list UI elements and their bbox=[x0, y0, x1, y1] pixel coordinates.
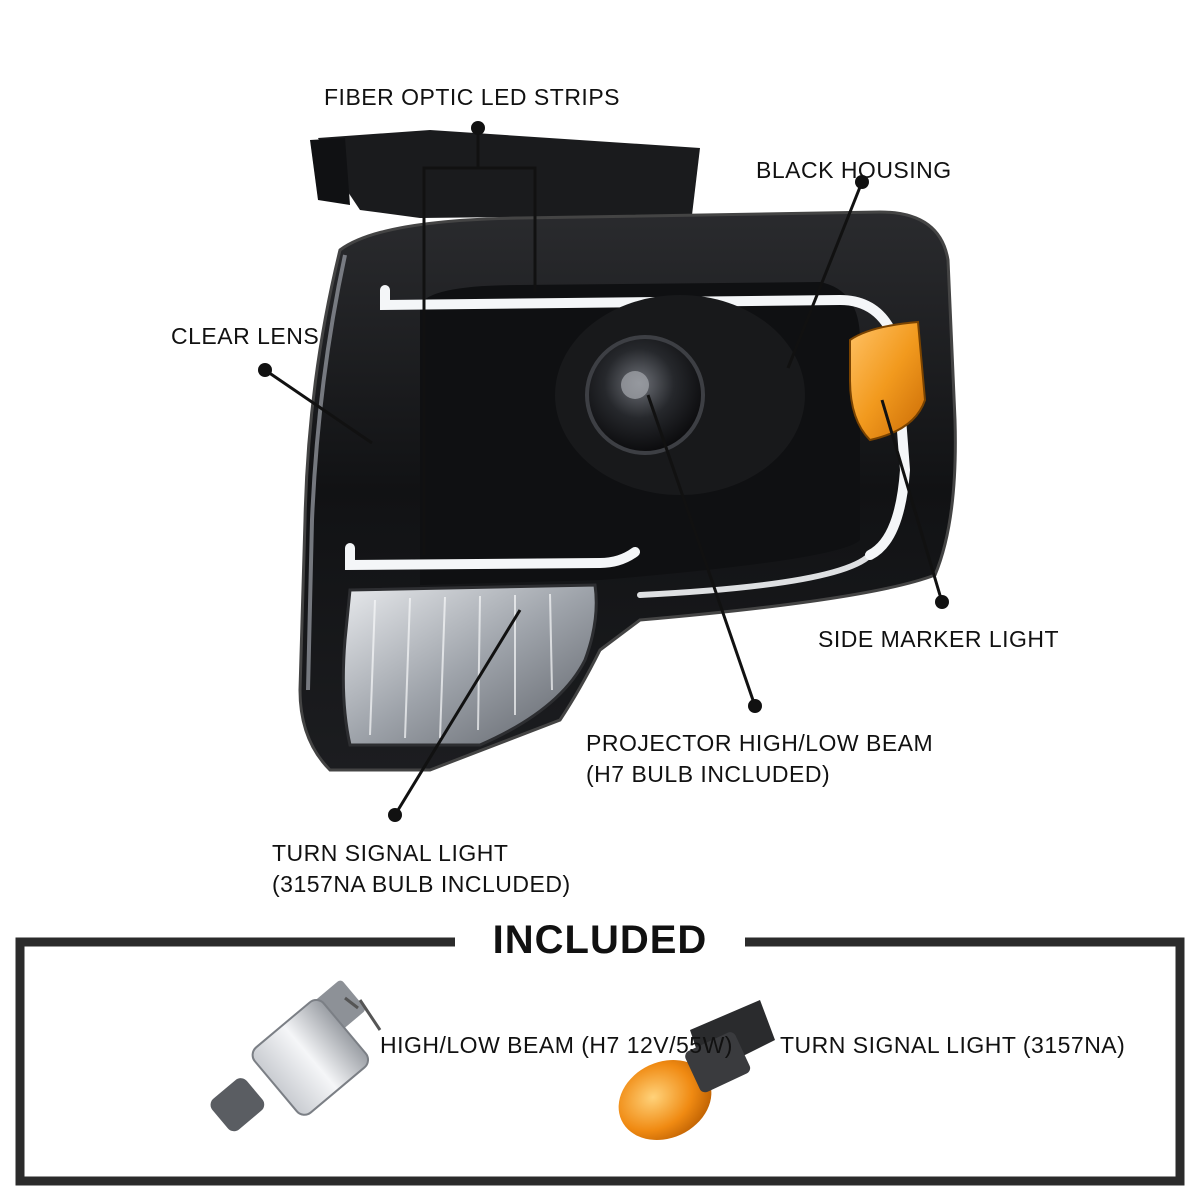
projector-beam-label: PROJECTOR HIGH/LOW BEAM (H7 BULB INCLUDE… bbox=[586, 728, 933, 790]
side-marker-lens bbox=[849, 320, 927, 442]
h7-bulb-label-line2: (H7 12V/55W) bbox=[581, 1032, 733, 1058]
included-title: INCLUDED bbox=[0, 918, 1200, 963]
projector-beam-label-line1: PROJECTOR HIGH/LOW BEAM bbox=[586, 730, 934, 756]
mounting-bracket bbox=[310, 130, 700, 218]
projector-lens bbox=[555, 295, 805, 495]
turn-signal-label-line2: (3157NA BULB INCLUDED) bbox=[272, 871, 571, 897]
turn-signal-lens bbox=[341, 583, 598, 747]
h7-bulb-label-line1: HIGH/LOW BEAM bbox=[380, 1032, 575, 1058]
black-housing-label: BLACK HOUSING bbox=[756, 157, 952, 183]
h7-bulb-icon bbox=[210, 980, 382, 1132]
3157na-bulb-label-line1: TURN SIGNAL LIGHT bbox=[780, 1032, 1016, 1058]
side-marker-light-label: SIDE MARKER LIGHT bbox=[818, 626, 1060, 652]
3157na-bulb-label: TURN SIGNAL LIGHT (3157NA) bbox=[780, 1030, 1125, 1061]
clear-lens-label: CLEAR LENS bbox=[171, 323, 320, 349]
3157na-bulb-label-line2: (3157NA) bbox=[1022, 1032, 1126, 1058]
included-title-text: INCLUDED bbox=[456, 918, 744, 962]
3157na-bulb-icon bbox=[618, 1000, 775, 1140]
turn-signal-light-label: TURN SIGNAL LIGHT (3157NA BULB INCLUDED) bbox=[272, 838, 571, 900]
fiber-optic-led-strips-label: FIBER OPTIC LED STRIPS bbox=[324, 84, 620, 110]
callout-lines bbox=[264, 128, 944, 816]
projector-beam-label-line2: (H7 BULB INCLUDED) bbox=[586, 761, 831, 787]
turn-signal-label-line1: TURN SIGNAL LIGHT bbox=[272, 840, 509, 866]
included-frame bbox=[15, 937, 1185, 1186]
h7-bulb-label: HIGH/LOW BEAM (H7 12V/55W) bbox=[380, 1030, 732, 1061]
callout-dots bbox=[258, 121, 949, 822]
